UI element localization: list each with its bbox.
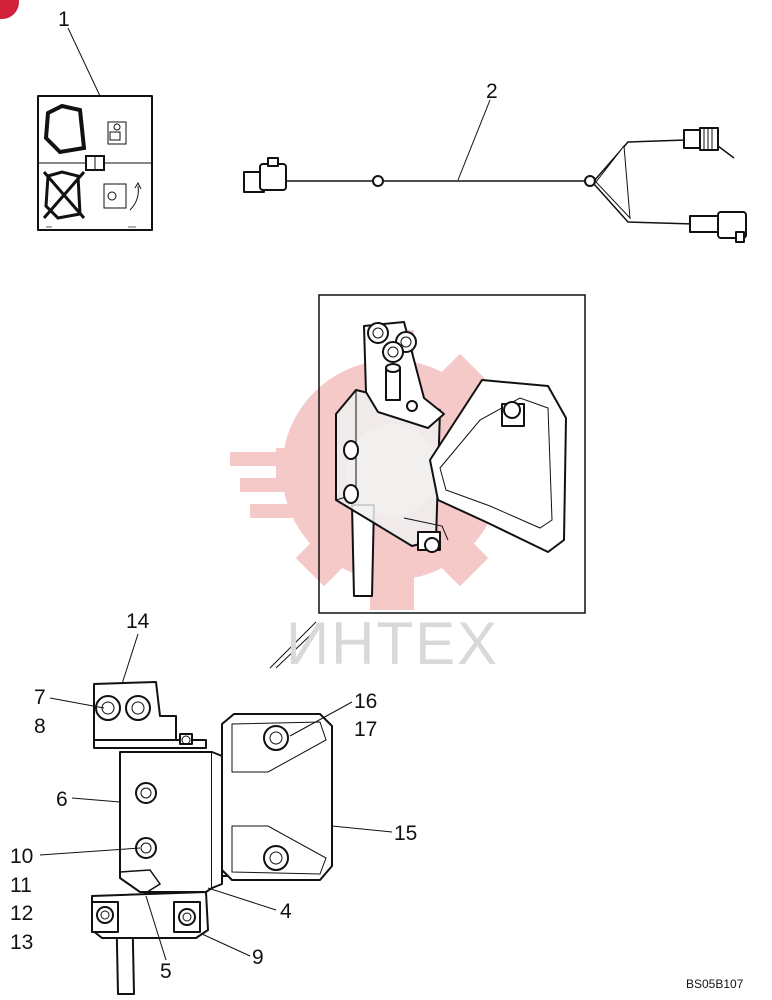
callout-9: 9 — [252, 946, 264, 969]
callout-17: 17 — [354, 718, 377, 741]
callout-8: 8 — [34, 715, 46, 738]
callout-14: 14 — [126, 610, 150, 633]
callout-4: 4 — [280, 900, 292, 923]
callout-13: 13 — [10, 931, 33, 954]
callout-2: 2 — [486, 80, 498, 103]
callout-5: 5 — [160, 960, 172, 983]
callout-11: 11 — [10, 874, 32, 897]
watermark-text: ИНТЕХ — [286, 610, 499, 677]
leader-lines — [39, 27, 491, 961]
callout-15: 15 — [394, 822, 417, 845]
callout-16: 16 — [354, 690, 377, 713]
callout-10: 10 — [10, 845, 33, 868]
callout-1: 1 — [58, 8, 70, 31]
callout-6: 6 — [56, 788, 68, 811]
callout-7: 7 — [34, 686, 46, 709]
figure-code: BS05B107 — [686, 977, 744, 991]
svg-text:xxxx: xxxx — [128, 224, 136, 229]
corner-badge — [0, 0, 19, 19]
svg-text:xxx: xxx — [46, 224, 52, 229]
latch-arrow-icon — [103, 181, 142, 211]
decal-part: xxx xxxx — [37, 95, 153, 231]
inset-leader — [269, 621, 317, 669]
manual-book-icon — [85, 155, 105, 171]
latch-icon — [107, 121, 127, 145]
detail-inset — [318, 294, 586, 614]
wiring-harness-part — [243, 127, 747, 243]
callouts: 1 2 14 7 8 16 17 6 15 10 11 12 13 4 9 5 — [10, 8, 498, 983]
callout-12: 12 — [10, 902, 33, 925]
latch-assembly — [91, 681, 333, 995]
